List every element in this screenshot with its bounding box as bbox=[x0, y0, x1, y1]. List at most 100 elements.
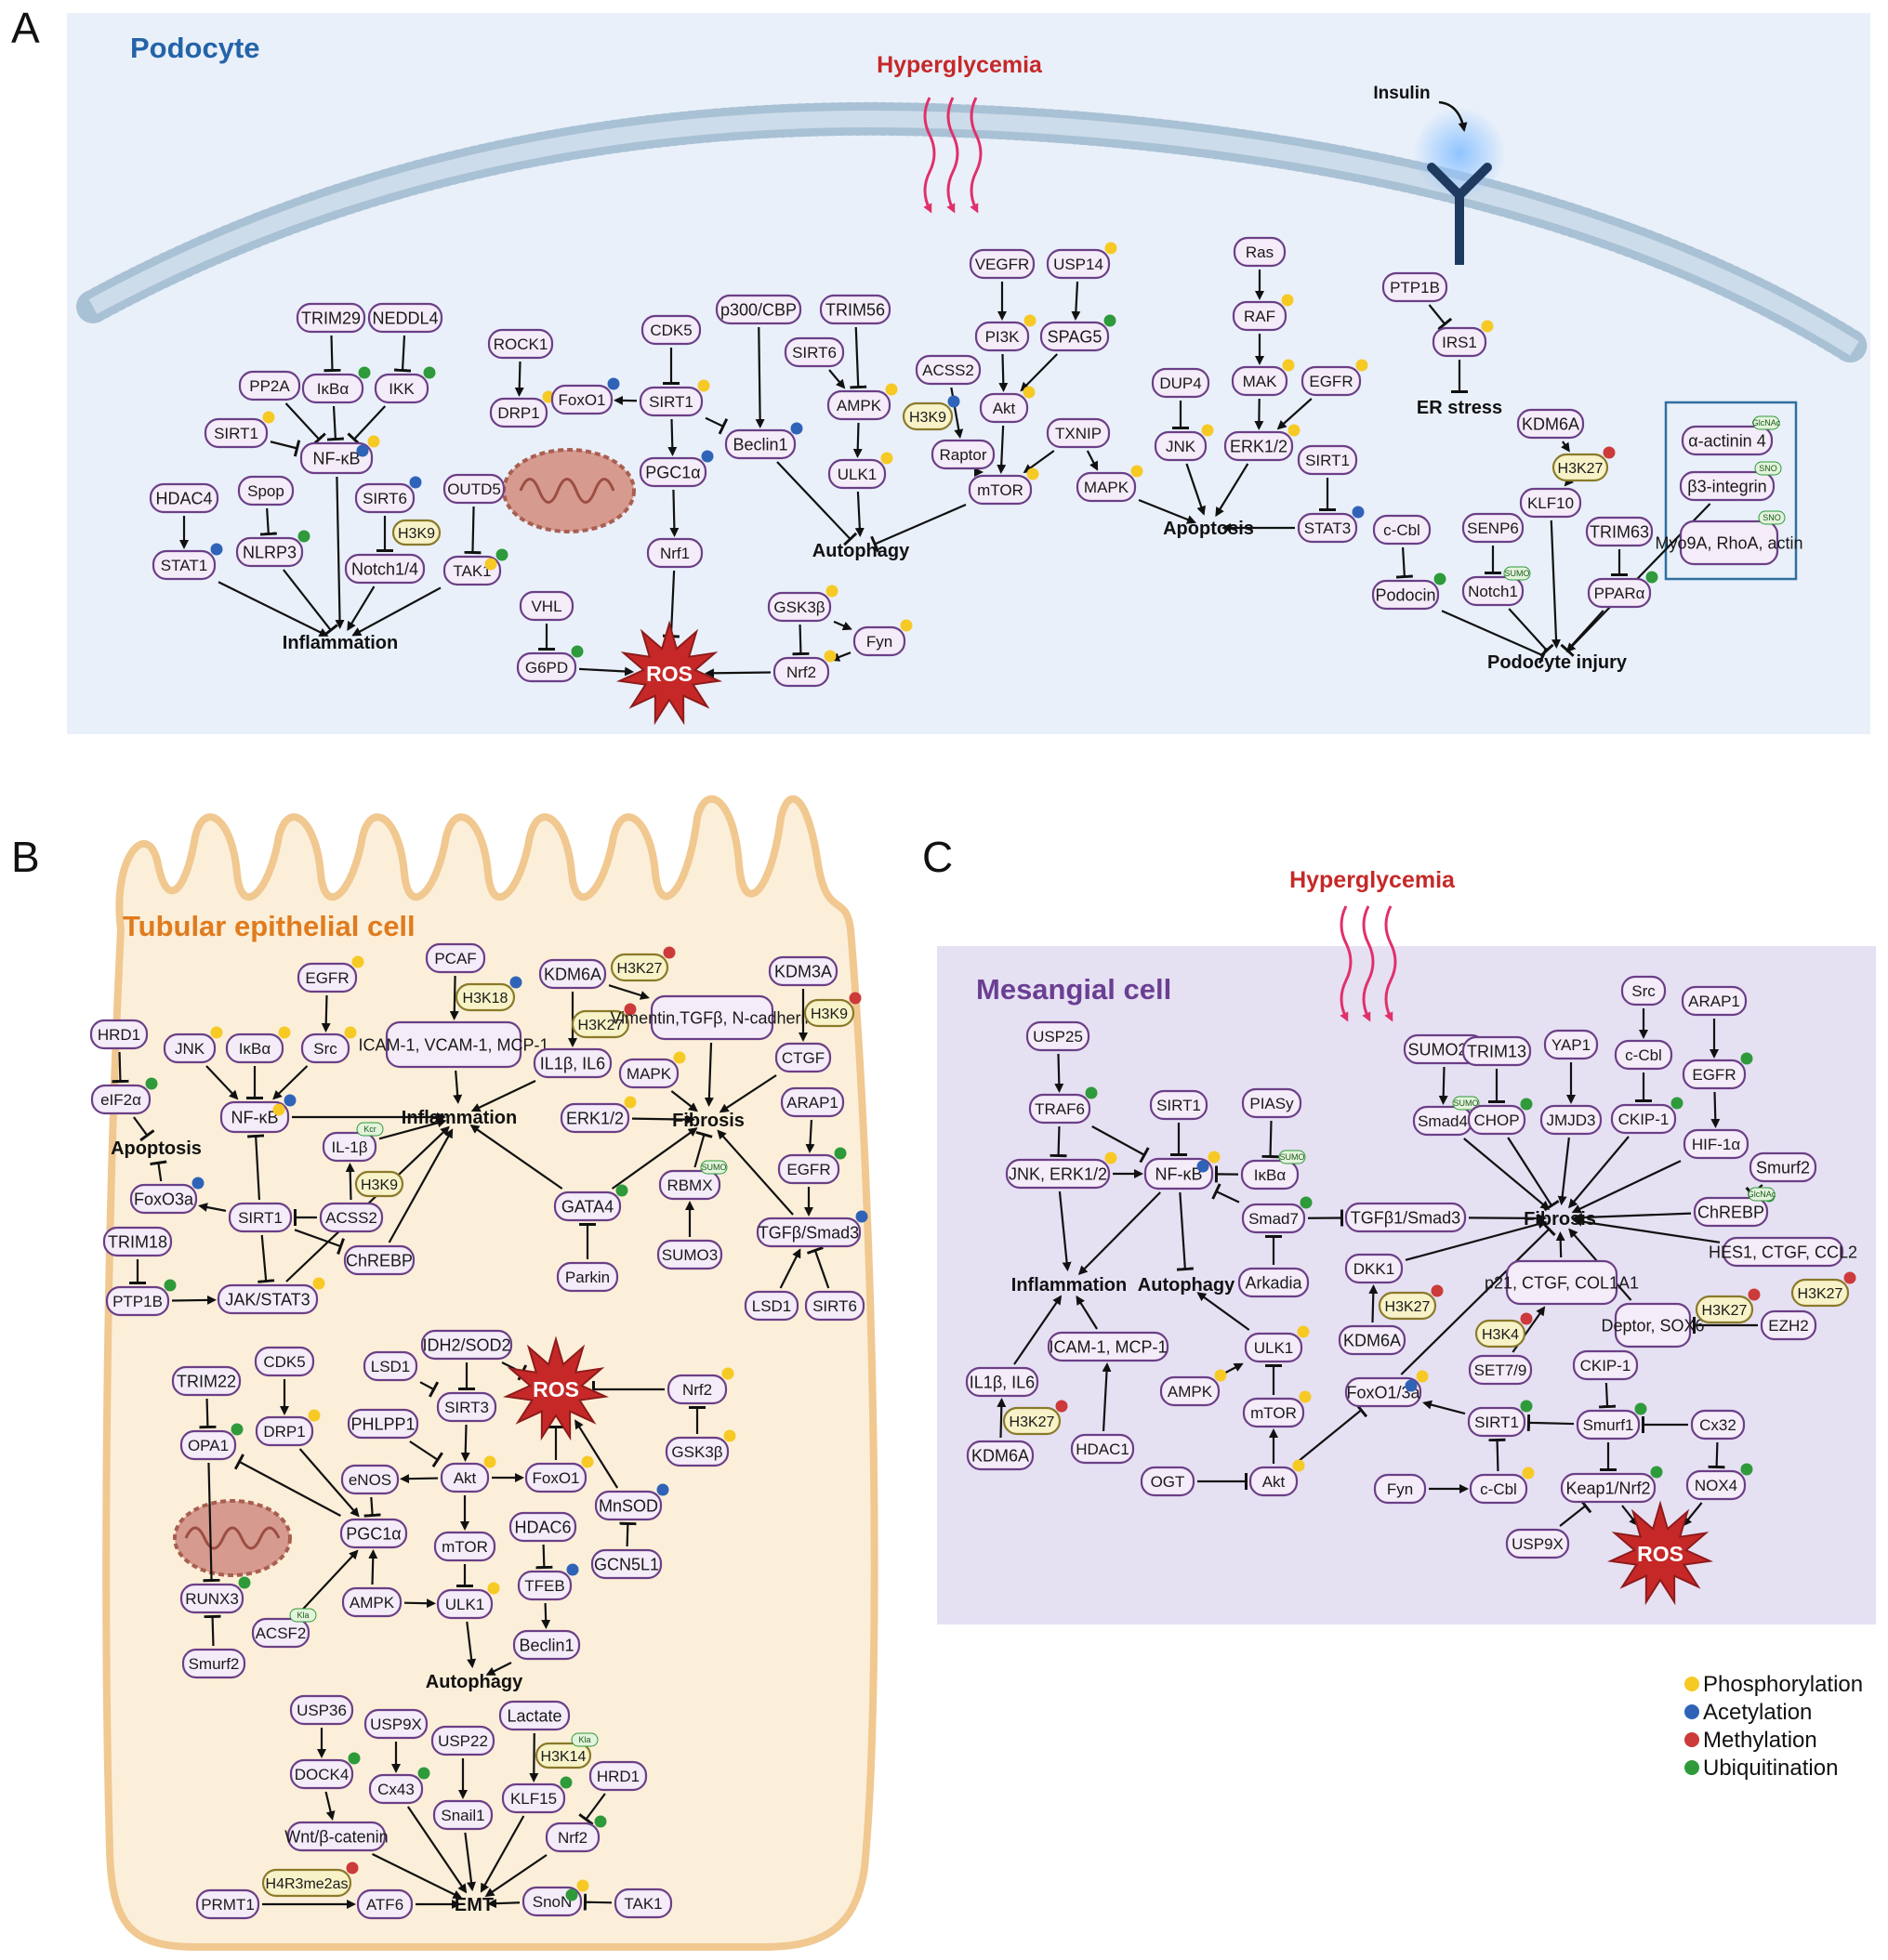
phosphorylation-dot bbox=[1282, 359, 1295, 372]
node-b-src: Src bbox=[300, 1026, 357, 1064]
node-label: H3K18 bbox=[463, 991, 508, 1006]
node-label: PI3K bbox=[985, 328, 1021, 346]
protein-node-box bbox=[1344, 1202, 1467, 1233]
panel-b-cell bbox=[102, 795, 878, 1951]
protein-node-box bbox=[301, 373, 364, 404]
protein-node-box bbox=[979, 392, 1029, 424]
modification-badge bbox=[1752, 415, 1780, 430]
node-label: Smad7 bbox=[1248, 1210, 1299, 1228]
activation-edge bbox=[464, 1832, 476, 1892]
protein-node-box bbox=[1028, 1093, 1091, 1125]
node-a-erk12: ERK1/2 bbox=[1223, 424, 1300, 462]
protein-node-box bbox=[319, 1202, 384, 1233]
node-a-sirt6a: SIRT6 bbox=[354, 476, 422, 514]
node-label: JNK, ERK1/2 bbox=[1009, 1164, 1107, 1183]
phosphorylation-dot bbox=[1023, 314, 1036, 327]
node-b-sirt6: SIRT6 bbox=[804, 1290, 865, 1322]
protein-node-box bbox=[354, 482, 416, 514]
node-label: Myo9A, RhoA, actin bbox=[1655, 533, 1802, 552]
protein-node-box bbox=[780, 1086, 845, 1118]
node-label: Podocin bbox=[1375, 585, 1435, 604]
acetylation-dot bbox=[191, 1177, 205, 1190]
acetylation-dot bbox=[284, 1094, 297, 1107]
histone-mark-box bbox=[391, 519, 442, 546]
legend-item-ubiquitination: Ubiquitination bbox=[1684, 1756, 1838, 1781]
phosphorylation-dot bbox=[721, 1367, 734, 1380]
protein-node-box bbox=[915, 354, 982, 386]
protein-node-box bbox=[374, 373, 429, 404]
protein-node-box bbox=[89, 1019, 149, 1050]
protein-node-box bbox=[1242, 1397, 1305, 1428]
node-a-klf10: KLF10 bbox=[1519, 487, 1582, 519]
inhibition-edge bbox=[1294, 1402, 1368, 1465]
node-c-keap1: Keap1/Nrf2 bbox=[1560, 1466, 1663, 1504]
protein-node-box bbox=[171, 1365, 242, 1397]
ros-label: ROS bbox=[646, 662, 693, 686]
node-a-ikba: IκBα bbox=[301, 366, 371, 404]
protein-node-box bbox=[237, 475, 295, 506]
node-b-tak1: TAK1 bbox=[614, 1888, 673, 1919]
ubiquitination-dot bbox=[1650, 1466, 1663, 1479]
methylation-dot bbox=[1843, 1271, 1856, 1284]
node-a-inflam: Inflammation bbox=[283, 633, 398, 653]
node-b-inflam: Inflammation bbox=[402, 1108, 517, 1128]
phosphorylation-dot bbox=[262, 411, 275, 424]
node-label: TRIM29 bbox=[301, 309, 361, 327]
node-label: Smurf2 bbox=[189, 1655, 240, 1673]
node-b-idh2: IDH2/SOD2 bbox=[420, 1329, 513, 1361]
node-b-ros: ROS bbox=[502, 1335, 610, 1441]
node-label: DOCK4 bbox=[295, 1766, 350, 1783]
node-c-ros: ROS bbox=[1606, 1500, 1714, 1606]
activation-edge bbox=[529, 1732, 539, 1782]
node-b-h3k27a: H3K27 bbox=[610, 946, 676, 982]
node-label: TRAF6 bbox=[1035, 1100, 1085, 1118]
phosphorylation-dot bbox=[1416, 1370, 1429, 1383]
protein-node-box bbox=[420, 1329, 513, 1361]
node-label: YAP1 bbox=[1551, 1036, 1591, 1054]
node-label: GCN5L1 bbox=[594, 1555, 659, 1573]
protein-node-box bbox=[1560, 1472, 1657, 1504]
ubiquitination-dot bbox=[571, 645, 584, 658]
protein-node-box bbox=[1679, 470, 1776, 502]
inhibition-edge bbox=[792, 624, 810, 656]
ubiquitination-dot bbox=[423, 366, 436, 379]
node-a-jnk: JNK bbox=[1154, 424, 1214, 462]
node-label: ULK1 bbox=[838, 466, 878, 483]
node-c-ckip1: CKIP-1 bbox=[1610, 1097, 1683, 1135]
node-label: PTP1B bbox=[1390, 279, 1440, 296]
node-a-sirt6b: SIRT6 bbox=[784, 336, 845, 368]
node-label: LSD1 bbox=[752, 1297, 792, 1315]
node-b-h4r3: H4R3me2as bbox=[261, 1861, 359, 1898]
node-label: TFEB bbox=[524, 1577, 564, 1595]
activation-edge bbox=[1564, 476, 1574, 487]
node-a-mapk: MAPK bbox=[1076, 465, 1143, 503]
protein-node-box bbox=[784, 336, 845, 368]
node-label: MAK bbox=[1243, 373, 1278, 390]
inhibition-edge bbox=[199, 1398, 217, 1429]
node-a-ulk1: ULK1 bbox=[827, 452, 893, 490]
protein-node-box bbox=[1046, 417, 1111, 449]
protein-node-box bbox=[1722, 1236, 1844, 1268]
cytoskeleton-box bbox=[1664, 401, 1798, 581]
node-label: CKIP-1 bbox=[1618, 1111, 1670, 1128]
acetylation-dot bbox=[566, 1563, 579, 1576]
node-label: H3K14 bbox=[541, 1749, 587, 1765]
node-b-trim18: TRIM18 bbox=[102, 1226, 173, 1257]
node-label: SUMO3 bbox=[662, 1246, 718, 1264]
node-label: DKK1 bbox=[1353, 1260, 1394, 1278]
node-label: PRMT1 bbox=[201, 1896, 255, 1914]
protein-node-box bbox=[1505, 1528, 1570, 1559]
acetylation-dot bbox=[656, 1483, 669, 1496]
node-label: FoxO1/3a bbox=[1346, 1383, 1420, 1401]
node-label: Smad4 bbox=[1418, 1112, 1468, 1130]
protein-node-box bbox=[1241, 1203, 1306, 1234]
inhibition-edge bbox=[619, 1521, 637, 1547]
protein-node-box bbox=[550, 384, 614, 415]
legend-item-phosphorylation: Phosphorylation bbox=[1684, 1672, 1863, 1697]
node-label: KDM6A bbox=[544, 965, 601, 983]
node-label: IκBα bbox=[1254, 1166, 1287, 1184]
node-b-kdm3a: KDM3A bbox=[768, 955, 838, 987]
